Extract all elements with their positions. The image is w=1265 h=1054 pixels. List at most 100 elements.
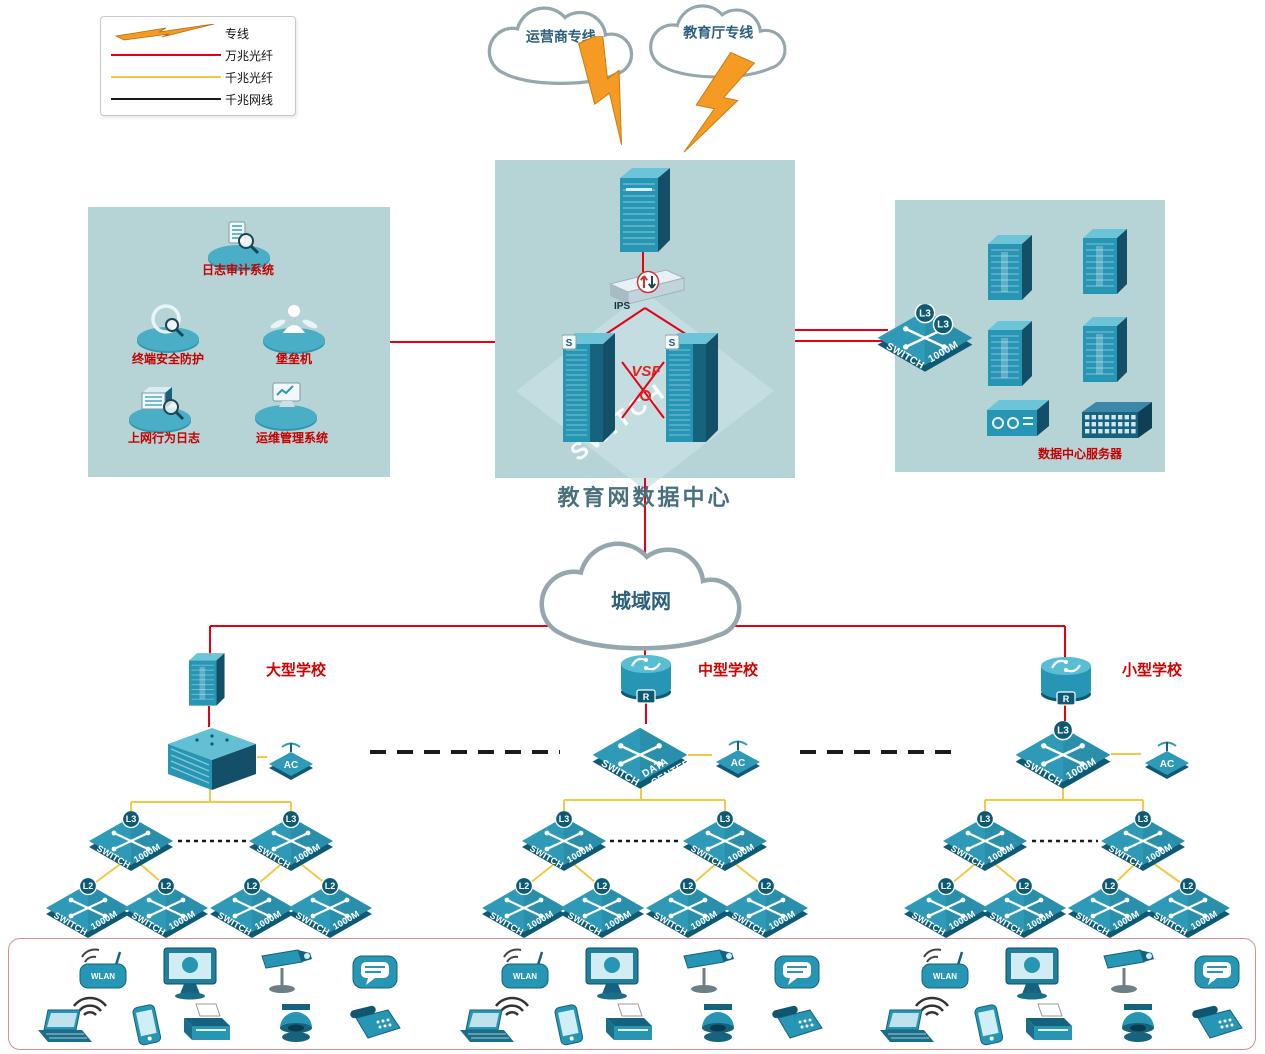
printer-icon	[1026, 1003, 1072, 1040]
dome-camera-icon	[1122, 1004, 1154, 1042]
fiber-1g-swatch	[107, 76, 225, 78]
laptop-icon	[460, 1009, 514, 1042]
datacenter-server-tower	[988, 318, 1040, 393]
school-label-large: 大型学校	[265, 662, 326, 679]
school-label-small: 小型学校	[1121, 662, 1182, 679]
legend-item: 专线	[107, 22, 289, 44]
vsf-ring-icon	[640, 390, 651, 401]
cctv-camera-icon	[1103, 949, 1154, 993]
wifi-signal-icon	[495, 996, 529, 1016]
cable-1g-swatch	[107, 98, 225, 100]
lightning-icon	[114, 24, 215, 41]
svg-text:L3: L3	[720, 814, 731, 824]
server-box-label: 数据中心服务器	[1037, 447, 1122, 461]
label-bastion: 堡垒机	[275, 352, 312, 366]
rack-switch	[1080, 398, 1154, 447]
printer-icon	[184, 1003, 230, 1040]
svg-text:L2: L2	[1105, 881, 1116, 891]
svg-text:L3: L3	[559, 814, 570, 824]
router-device: R	[617, 648, 675, 709]
label-net-log: 上网行为日志	[127, 431, 200, 445]
core-switch-large	[167, 727, 257, 796]
core-server: S	[664, 330, 725, 449]
svg-text:L2: L2	[1019, 881, 1030, 891]
ips-label: IPS	[614, 301, 630, 312]
svg-text:L3: L3	[126, 814, 137, 824]
wlan-ap-icon: WLAN	[921, 948, 969, 989]
dome-camera-icon	[280, 1004, 312, 1042]
fiber-10g-swatch	[107, 54, 225, 56]
svg-text:L2: L2	[941, 881, 952, 891]
dome-camera-icon	[702, 1004, 734, 1042]
ac-device: AC	[267, 739, 315, 786]
svg-text:L3: L3	[286, 814, 297, 824]
label-log-audit: 日志审计系统	[201, 263, 274, 277]
desk-phone-icon	[772, 1005, 823, 1039]
svg-text:S: S	[566, 338, 573, 349]
cloud-label: 教育厅专线	[683, 24, 753, 40]
svg-text:R: R	[1063, 694, 1070, 704]
svg-text:AC: AC	[731, 758, 745, 769]
legend-item-label: 专线	[225, 26, 250, 41]
svg-text:L2: L2	[519, 881, 530, 891]
chat-terminal-icon	[352, 955, 398, 989]
svg-text:R: R	[643, 692, 650, 702]
chat-terminal-icon	[1194, 955, 1240, 989]
svg-text:L2: L2	[247, 881, 258, 891]
log-audit-icon	[203, 214, 275, 277]
desk-phone-icon	[350, 1005, 401, 1039]
datacenter-server-tower	[988, 232, 1040, 307]
lightning-bolts	[578, 36, 756, 153]
black-line-icon	[111, 98, 221, 100]
svg-text:L2: L2	[683, 881, 694, 891]
workstation-icon	[1005, 947, 1059, 1000]
legend-item: 千兆网线	[107, 88, 289, 110]
smartphone-icon	[974, 1004, 1004, 1046]
cloud-label: 城域网	[611, 589, 671, 613]
laptop-icon	[880, 1009, 934, 1042]
svg-text:L3: L3	[1057, 725, 1069, 736]
wlan-ap-icon: WLAN	[501, 948, 549, 989]
wifi-signal-icon	[73, 996, 107, 1016]
ips-device: IPS	[604, 264, 688, 319]
svg-text:L3: L3	[980, 814, 991, 824]
svg-text:WLAN: WLAN	[91, 972, 115, 981]
smartphone-icon	[554, 1004, 584, 1046]
ops-mgmt-icon	[250, 374, 322, 437]
svg-text:WLAN: WLAN	[933, 972, 957, 981]
cloud-label: 运营商专线	[526, 28, 596, 44]
svg-text:S: S	[669, 338, 676, 349]
legend: 专线 万兆光纤 千兆光纤 千兆网线	[100, 16, 296, 116]
svg-text:L2: L2	[597, 881, 608, 891]
legend-item: 千兆光纤	[107, 66, 289, 88]
ac-device: AC	[714, 737, 762, 784]
lightning-bolt	[578, 36, 623, 145]
smartphone-icon	[132, 1004, 162, 1046]
ac-device: AC	[1143, 738, 1191, 785]
svg-text:L3: L3	[1138, 814, 1149, 824]
svg-text:WLAN: WLAN	[513, 972, 537, 981]
laptop-icon	[38, 1009, 92, 1042]
net-log-icon	[124, 376, 196, 439]
svg-text:L2: L2	[83, 881, 94, 891]
lightning-bolt	[683, 51, 756, 153]
yellow-line-icon	[111, 76, 221, 78]
printer-icon	[606, 1003, 652, 1040]
workstation-icon	[585, 947, 639, 1000]
